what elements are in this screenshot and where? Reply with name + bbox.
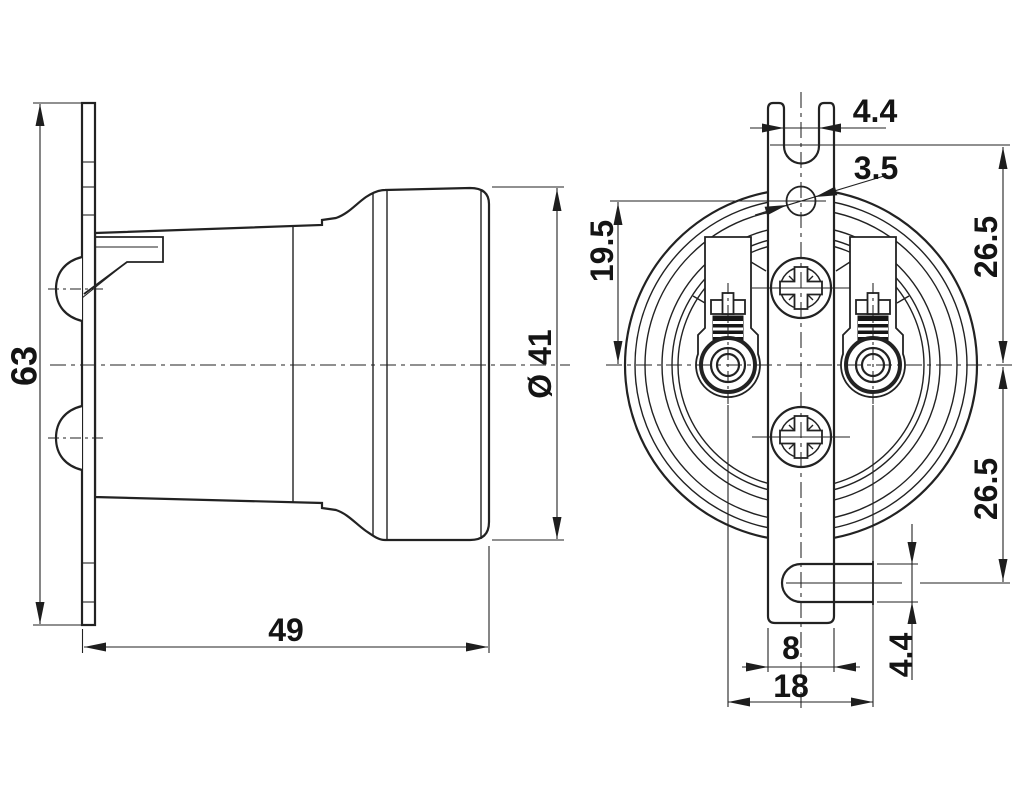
dim-diameter-41: Ø 41	[492, 186, 564, 541]
dim-label-dia41: Ø 41	[522, 329, 558, 398]
dim-upper-26-5: 26.5	[968, 147, 1008, 363]
mounting-plate	[80, 101, 97, 627]
dim-lower-26-5: 26.5	[968, 367, 1008, 582]
dimension-annotations: 63 49 Ø 41 4.4	[4, 93, 1008, 707]
front-view	[606, 92, 1012, 712]
dim-label-4-4-bottom: 4.4	[883, 633, 919, 678]
dim-span-18: 18	[728, 668, 873, 707]
dim-height-63: 63	[4, 102, 82, 626]
dim-depth-49: 49	[81, 546, 490, 653]
dim-hole-3-5: 3.5	[754, 150, 898, 216]
dim-label-63: 63	[4, 346, 45, 386]
dim-label-49: 49	[268, 612, 304, 648]
dim-label-8: 8	[782, 630, 800, 666]
dim-label-26-5-bottom: 26.5	[968, 458, 1004, 520]
side-view	[48, 101, 570, 627]
dim-label-18: 18	[773, 668, 809, 704]
bottom-slot	[780, 562, 873, 604]
dim-label-26-5-top: 26.5	[968, 216, 1004, 278]
dim-offset-19-5: 19.5	[584, 202, 623, 364]
retaining-clip	[83, 236, 164, 295]
dim-label-19-5: 19.5	[584, 220, 620, 282]
dim-fork-slot-4-4: 4.4	[750, 93, 897, 133]
dim-label-4-4-top: 4.4	[853, 93, 898, 129]
dim-label-3-5: 3.5	[854, 150, 898, 186]
dim-slot-4-4: 4.4	[877, 524, 919, 680]
dim-tab-8: 8	[742, 628, 860, 672]
socket-body-profile	[93, 186, 491, 542]
